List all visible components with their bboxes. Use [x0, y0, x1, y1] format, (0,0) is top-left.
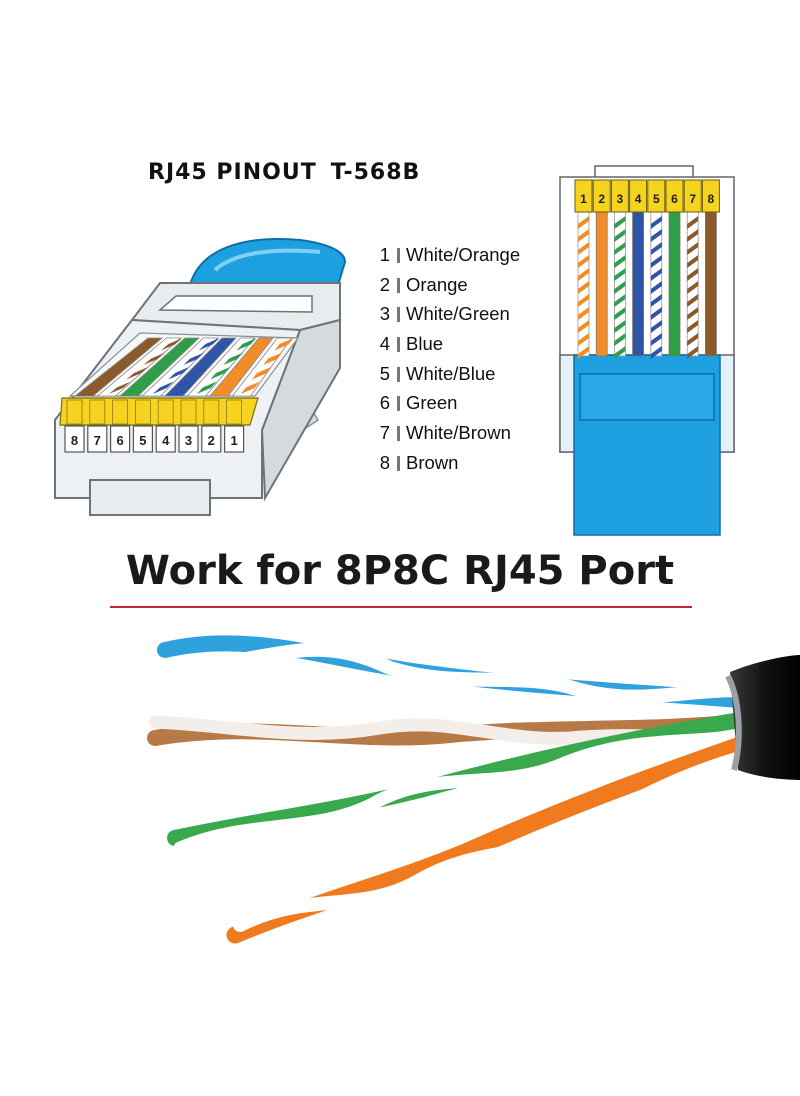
top-view-pin-cell: 5 [647, 179, 666, 213]
pin-legend-item: 4 Blue [378, 332, 520, 362]
front-tab [89, 479, 211, 516]
pin-color-label: White/Blue [406, 362, 496, 384]
perspective-wire [231, 337, 294, 397]
top-window [158, 295, 313, 313]
perspective-pin-cell: 7 [87, 399, 108, 453]
pin-separator [397, 426, 400, 442]
pin-separator [397, 396, 400, 412]
top-view-pin-number: 4 [635, 192, 642, 206]
pin-legend-item: 6 Green [378, 391, 520, 421]
pin-color-label: Blue [406, 333, 444, 355]
top-view-pin-number: 7 [689, 192, 696, 206]
orange-pair [226, 736, 749, 944]
pin-color-label: Green [406, 392, 458, 414]
top-view-pin-cell: 3 [610, 179, 629, 213]
perspective-pin-cell: 4 [155, 399, 176, 453]
headline-underline [110, 606, 692, 608]
green-pair [167, 712, 748, 855]
pin-color-label: Orange [406, 273, 468, 295]
perspective-pin-number: 8 [71, 433, 78, 448]
perspective-pin-number: 7 [94, 433, 101, 448]
top-view-pin-cell: 7 [683, 179, 702, 213]
pin-color-label: White/Green [406, 303, 510, 325]
perspective-pin-number: 3 [185, 433, 192, 448]
perspective-pin-number: 1 [230, 433, 237, 448]
perspective-pin-number: 2 [208, 433, 215, 448]
perspective-wire [141, 337, 220, 397]
perspective-pin-number: 6 [116, 433, 123, 448]
perspective-wire [209, 337, 274, 397]
top-view-pin-number: 2 [598, 192, 605, 206]
pin-number: 2 [379, 273, 390, 295]
pin-number: 5 [379, 362, 390, 384]
jacket-edge [725, 674, 742, 771]
top-view-pin-number: 5 [653, 192, 660, 206]
pin-separator [397, 307, 400, 323]
perspective-pin-cell: 8 [64, 399, 85, 453]
pin-separator [397, 366, 400, 382]
top-view-pin-number: 1 [580, 192, 587, 206]
perspective-pin-number: 5 [139, 433, 146, 448]
top-view-wire [650, 211, 663, 359]
perspective-wire [73, 337, 164, 397]
top-view-cable-window [579, 373, 715, 421]
perspective-wire [186, 337, 257, 397]
pin-color-label: White/Orange [406, 244, 521, 265]
pin-number: 3 [379, 303, 390, 325]
top-view-wire [686, 211, 699, 359]
top-view-pin-cell: 1 [574, 179, 593, 213]
blue-pair [157, 635, 748, 708]
cable-jacket [730, 655, 800, 780]
cable-boot-highlight [213, 248, 321, 272]
pin-color-label: White/Brown [406, 422, 511, 444]
pin-legend-item: 3 White/Green [378, 302, 520, 332]
perspective-pin-cell: 2 [201, 399, 222, 453]
perspective-pin-cell: 5 [132, 399, 153, 453]
pin-legend-item: 1 White/Orange [378, 243, 520, 273]
top-view-wire [577, 211, 590, 359]
perspective-pin-number: 4 [162, 433, 170, 448]
pin-number: 4 [379, 333, 390, 355]
top-view-pin-cell: 2 [592, 179, 611, 213]
pin-legend-item: 5 White/Blue [378, 362, 520, 392]
top-view-pin-cell: 6 [665, 179, 684, 213]
perspective-wire [118, 337, 201, 397]
perspective-wire [96, 337, 183, 397]
pin-number: 7 [379, 422, 390, 444]
pin-number: 1 [379, 244, 390, 265]
pin-number: 6 [379, 392, 390, 414]
headline: Work for 8P8C RJ45 Port [125, 548, 675, 594]
top-view-pin-number: 3 [617, 192, 624, 206]
pin-legend-item: 7 White/Brown [378, 421, 520, 451]
top-view-pin-number: 8 [708, 192, 715, 206]
top-view-pin-number: 6 [671, 192, 678, 206]
pin-separator [397, 248, 400, 263]
perspective-pin-cell: 1 [224, 399, 245, 453]
pin-separator [397, 455, 400, 471]
top-view-pin-cell: 8 [701, 179, 720, 213]
pin-separator [397, 337, 400, 353]
pin-legend-item: 8 Brown [378, 451, 520, 481]
top-view-pin-cell: 4 [629, 179, 648, 213]
pin-separator [397, 277, 400, 293]
pin-number: 8 [379, 451, 390, 473]
pin-legend-item: 2 Orange [378, 273, 520, 303]
perspective-pin-cell: 3 [178, 399, 199, 453]
perspective-pin-cell: 6 [109, 399, 131, 453]
pin-color-label: Brown [406, 451, 459, 473]
perspective-wire [164, 337, 237, 397]
